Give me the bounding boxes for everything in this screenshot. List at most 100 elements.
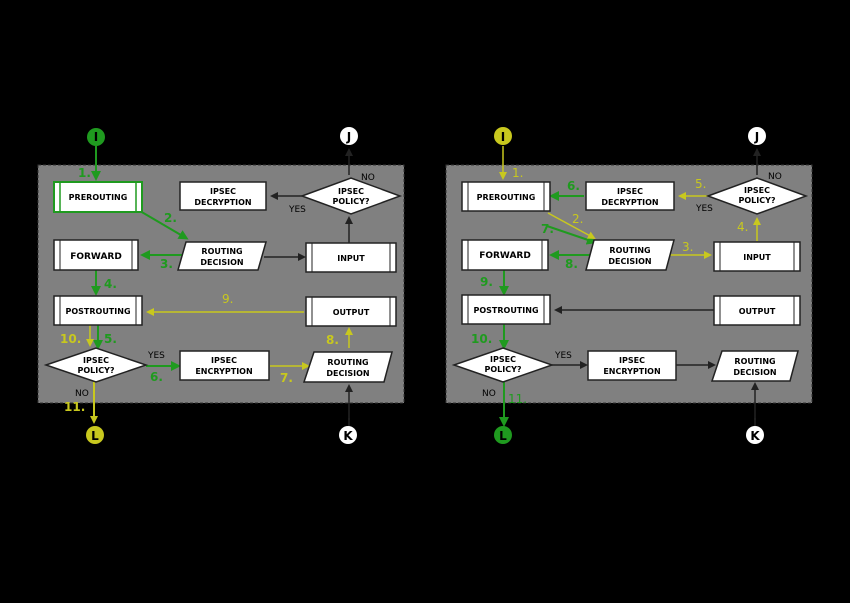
svg-text:POLICY?: POLICY? — [77, 366, 114, 375]
right-postrouting-box: POSTROUTING — [461, 294, 551, 325]
svg-text:ROUTING: ROUTING — [201, 247, 242, 256]
svg-text:IPSEC: IPSEC — [619, 356, 645, 365]
svg-text:POSTROUTING: POSTROUTING — [65, 307, 130, 316]
right-forward-box: FORWARD — [461, 239, 549, 271]
svg-text:L: L — [91, 429, 99, 443]
svg-text:IPSEC: IPSEC — [83, 356, 109, 365]
svg-text:PREROUTING: PREROUTING — [477, 193, 536, 202]
svg-text:IPSEC: IPSEC — [490, 355, 516, 364]
svg-text:IPSEC: IPSEC — [744, 186, 770, 195]
svg-text:DECISION: DECISION — [200, 258, 243, 267]
left-step-4: 4. — [104, 277, 117, 291]
svg-text:DECISION: DECISION — [733, 368, 776, 377]
left-node-k: K — [339, 426, 357, 444]
left-node-i: I — [87, 128, 105, 146]
svg-text:ENCRYPTION: ENCRYPTION — [603, 367, 660, 376]
right-ipsec-encryption-box: IPSEC ENCRYPTION — [587, 350, 677, 381]
left-step-1: 1. — [78, 166, 91, 180]
svg-text:INPUT: INPUT — [337, 254, 365, 263]
svg-text:FORWARD: FORWARD — [70, 252, 122, 262]
svg-text:K: K — [343, 429, 353, 443]
left-step-2: 2. — [164, 211, 177, 225]
right-node-l: L — [494, 426, 512, 444]
left-policy-bottom-diamond: IPSEC POLICY? — [43, 347, 149, 383]
right-step-8: 8. — [565, 257, 578, 271]
svg-text:K: K — [750, 429, 760, 443]
left-routing-decision-box: ROUTING DECISION — [177, 241, 267, 271]
svg-text:OUTPUT: OUTPUT — [333, 308, 370, 317]
right-node-i: I — [494, 127, 512, 145]
left-output-box: OUTPUT — [305, 296, 397, 327]
right-step-3: 3. — [682, 240, 693, 254]
left-input-box: INPUT — [305, 242, 397, 273]
left-step-7: 7. — [280, 371, 293, 385]
right-node-k: K — [746, 426, 764, 444]
svg-text:INPUT: INPUT — [743, 253, 771, 262]
right-input-box: INPUT — [713, 241, 801, 272]
right-label-no-top: NO — [768, 172, 782, 182]
svg-text:IPSEC: IPSEC — [210, 187, 236, 196]
svg-text:DECISION: DECISION — [608, 257, 651, 266]
left-label-no-bottom: NO — [75, 389, 89, 399]
svg-text:IPSEC: IPSEC — [338, 187, 364, 196]
right-step-10: 10. — [471, 332, 492, 346]
svg-text:I: I — [94, 130, 98, 144]
left-step-11: 11. — [64, 400, 85, 414]
right-step-5: 5. — [695, 177, 706, 191]
svg-text:J: J — [754, 130, 759, 144]
svg-text:POLICY?: POLICY? — [484, 365, 521, 374]
left-step-10: 10. — [60, 332, 81, 346]
svg-text:ROUTING: ROUTING — [327, 358, 368, 367]
left-step-9: 9. — [222, 292, 233, 306]
right-output-box: OUTPUT — [713, 295, 801, 326]
left-step-8: 8. — [326, 333, 339, 347]
svg-text:ROUTING: ROUTING — [734, 357, 775, 366]
right-step-2: 2. — [572, 212, 583, 226]
svg-text:ROUTING: ROUTING — [609, 246, 650, 255]
svg-text:L: L — [499, 429, 507, 443]
right-step-6: 6. — [567, 179, 580, 193]
right-ipsec-decryption-box: IPSEC DECRYPTION — [585, 181, 675, 211]
right-node-j: J — [748, 127, 766, 145]
right-label-yes-bottom: YES — [554, 351, 572, 361]
right-step-11: 11. — [508, 392, 527, 406]
right-prerouting-box: PREROUTING — [461, 181, 551, 212]
svg-text:I: I — [501, 130, 505, 144]
svg-text:OUTPUT: OUTPUT — [739, 307, 776, 316]
right-step-9: 9. — [480, 275, 493, 289]
svg-text:DECRYPTION: DECRYPTION — [601, 198, 658, 207]
left-diagram: PREROUTING IPSEC DECRYPTION IPSEC POLICY… — [37, 127, 405, 444]
svg-text:IPSEC: IPSEC — [211, 356, 237, 365]
right-step-7: 7. — [541, 222, 554, 236]
right-diagram: PREROUTING IPSEC DECRYPTION IPSEC POLICY… — [445, 127, 813, 444]
left-step-3: 3. — [160, 257, 173, 271]
left-step-6: 6. — [150, 370, 163, 384]
svg-text:PREROUTING: PREROUTING — [69, 193, 128, 202]
svg-text:POLICY?: POLICY? — [332, 197, 369, 206]
left-routing-decision-2-box: ROUTING DECISION — [302, 351, 393, 383]
left-label-yes-bottom: YES — [147, 351, 165, 361]
right-label-no-bottom: NO — [482, 389, 496, 399]
left-postrouting-box: POSTROUTING — [53, 295, 143, 326]
left-node-l: L — [86, 426, 104, 444]
left-node-j: J — [340, 127, 358, 145]
svg-text:J: J — [346, 130, 351, 144]
svg-text:ENCRYPTION: ENCRYPTION — [195, 367, 252, 376]
left-ipsec-encryption-box: IPSEC ENCRYPTION — [179, 350, 270, 381]
svg-text:POLICY?: POLICY? — [738, 196, 775, 205]
svg-text:DECISION: DECISION — [326, 369, 369, 378]
right-policy-top-diamond: IPSEC POLICY? — [705, 177, 809, 215]
left-step-5: 5. — [104, 332, 117, 346]
left-prerouting-box: PREROUTING — [53, 181, 143, 213]
right-step-4: 4. — [737, 220, 748, 234]
right-step-1: 1. — [512, 166, 523, 180]
svg-text:IPSEC: IPSEC — [617, 187, 643, 196]
left-label-no-top: NO — [361, 173, 375, 183]
right-routing-decision-box: ROUTING DECISION — [585, 239, 675, 271]
right-policy-bottom-diamond: IPSEC POLICY? — [451, 347, 555, 383]
left-forward-box: FORWARD — [53, 239, 139, 271]
left-policy-top-diamond: IPSEC POLICY? — [299, 177, 403, 215]
svg-text:FORWARD: FORWARD — [479, 251, 531, 261]
